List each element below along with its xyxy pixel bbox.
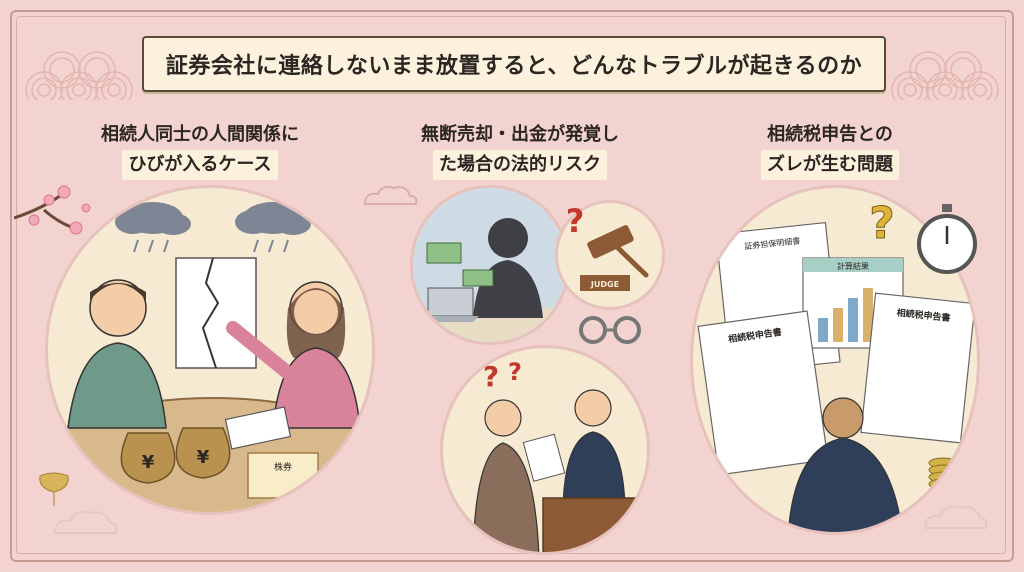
- section-heading-3-line2: ズレが生む問題: [761, 150, 899, 180]
- ginkgo-leaf-icon: [39, 472, 69, 506]
- wave-pattern-right: [891, 51, 999, 100]
- cloud-ornament-icon-2: [53, 511, 118, 534]
- title-banner: 証券会社に連絡しないまま放置すると、どんなトラブルが起きるのか: [142, 36, 886, 92]
- svg-text:?: ?: [508, 358, 522, 386]
- cloud-ornament-icon: [363, 185, 418, 205]
- svg-text:?: ?: [483, 360, 499, 393]
- question-mark-icon-red-1: ?: [566, 202, 585, 240]
- section-heading-2-line2: た場合の法的リスク: [433, 150, 607, 180]
- unauthorized-sale-illustration: [410, 185, 570, 345]
- courtroom-illustration: ? ?: [440, 345, 650, 555]
- judge-plaque: JUDGE: [590, 280, 619, 289]
- family-dispute-illustration: ¥ ¥ 株券: [45, 185, 375, 515]
- page-title: 証券会社に連絡しないまま放置すると、どんなトラブルが起きるのか: [165, 54, 863, 79]
- svg-text:?: ?: [869, 198, 895, 246]
- stock-certificate-label: 株券: [274, 461, 292, 473]
- stopwatch-icon: [917, 204, 977, 274]
- family-dispute-scene: ¥ ¥ 株券: [48, 202, 372, 512]
- section-heading-2-line1: 無断売却・出金が発覚し: [421, 124, 619, 145]
- inner-frame: [16, 16, 1006, 554]
- outer-frame: [10, 10, 1014, 562]
- question-mark-icon-yellow: ?: [869, 198, 896, 247]
- yen-symbol-1: ¥: [142, 452, 155, 473]
- wave-pattern-left: [25, 51, 133, 100]
- gavel-illustration: JUDGE: [555, 200, 665, 310]
- svg-text:?: ?: [566, 202, 585, 240]
- section-heading-1-line2: ひびが入るケース: [122, 150, 278, 180]
- yen-symbol-2: ¥: [197, 447, 210, 468]
- section-heading-1: 相続人同士の人間関係に ひびが入るケース: [70, 120, 330, 180]
- section-heading-2: 無断売却・出金が発覚し た場合の法的リスク: [400, 120, 640, 180]
- cherry-blossom-branch-icon: [14, 185, 91, 235]
- section-heading-3-line1: 相続税申告との: [767, 124, 893, 145]
- handcuffs-icon: [579, 316, 641, 344]
- cloud-ornament-icon-3: [923, 506, 988, 529]
- section-heading-1-line1: 相続人同士の人間関係に: [101, 124, 299, 145]
- doc-header-calculation: 計算結果: [837, 261, 869, 271]
- section-heading-3: 相続税申告との ズレが生む問題: [720, 120, 940, 180]
